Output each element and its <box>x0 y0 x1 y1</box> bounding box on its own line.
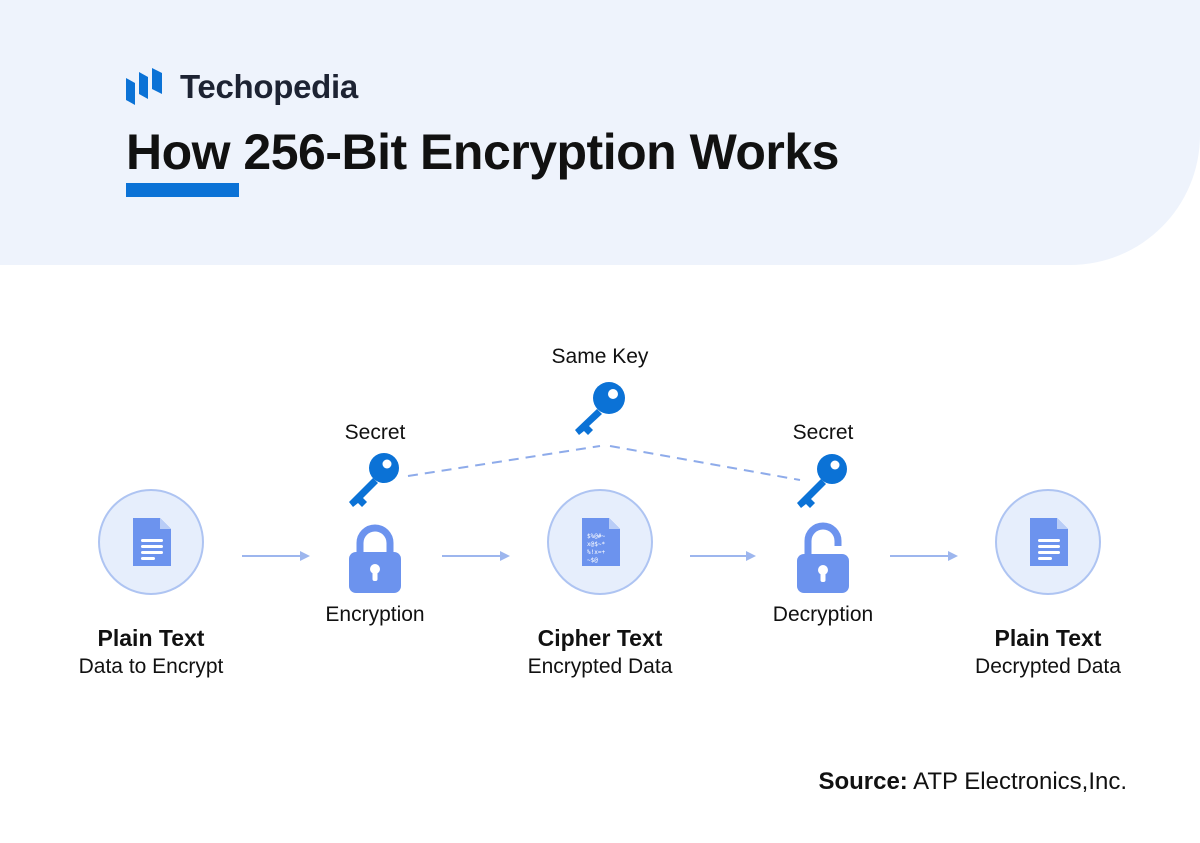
source-text: ATP Electronics,Inc. <box>913 768 1127 795</box>
cipher-text-title: Cipher Text <box>537 625 663 651</box>
plain-text-title: Plain Text <box>97 625 205 651</box>
secret-key-left-icon <box>349 453 399 507</box>
flow-arrow-1 <box>242 551 310 561</box>
decrypted-text-document-icon <box>995 489 1101 595</box>
decrypted-text-subtitle: Decrypted Data <box>975 655 1121 678</box>
secret-right-label: Secret <box>792 421 854 444</box>
secret-key-right-icon <box>797 454 847 508</box>
cipher-glyph-line: %!x=+ <box>587 549 605 556</box>
flow-arrow-2 <box>442 551 510 561</box>
encryption-diagram: $%@#~ x@$~* %!x=+ ~$@ <box>98 382 1101 595</box>
open-lock-icon <box>797 522 849 593</box>
encryption-label: Encryption <box>325 603 425 626</box>
title-underline <box>126 183 239 197</box>
closed-lock-icon <box>349 524 401 593</box>
key-connector-dashed-line <box>407 445 801 481</box>
decryption-label: Decryption <box>772 603 874 626</box>
source-label: Source: <box>818 768 908 795</box>
cipher-text-subtitle: Encrypted Data <box>527 655 673 678</box>
cipher-glyph-line: $%@#~ <box>587 533 605 540</box>
cipher-text-document-icon: $%@#~ x@$~* %!x=+ ~$@ <box>547 489 653 595</box>
cipher-glyph-line: x@$~* <box>587 541 605 548</box>
plain-text-document-icon <box>98 489 204 595</box>
source-credit: Source: ATP Electronics,Inc. <box>818 768 1127 796</box>
plain-text-subtitle: Data to Encrypt <box>78 655 224 678</box>
page-title: How 256-Bit Encryption Works <box>126 124 839 180</box>
same-key-icon <box>575 382 625 435</box>
header-band <box>0 0 1200 265</box>
same-key-label: Same Key <box>551 345 649 368</box>
flow-arrow-3 <box>690 551 756 561</box>
techopedia-logo-icon <box>126 68 162 105</box>
decrypted-text-title: Plain Text <box>994 625 1102 651</box>
flow-arrow-4 <box>890 551 958 561</box>
brand-name: Techopedia <box>180 68 358 105</box>
secret-left-label: Secret <box>344 421 406 444</box>
brand: Techopedia <box>126 68 358 106</box>
cipher-glyph-line: ~$@ <box>587 557 598 564</box>
